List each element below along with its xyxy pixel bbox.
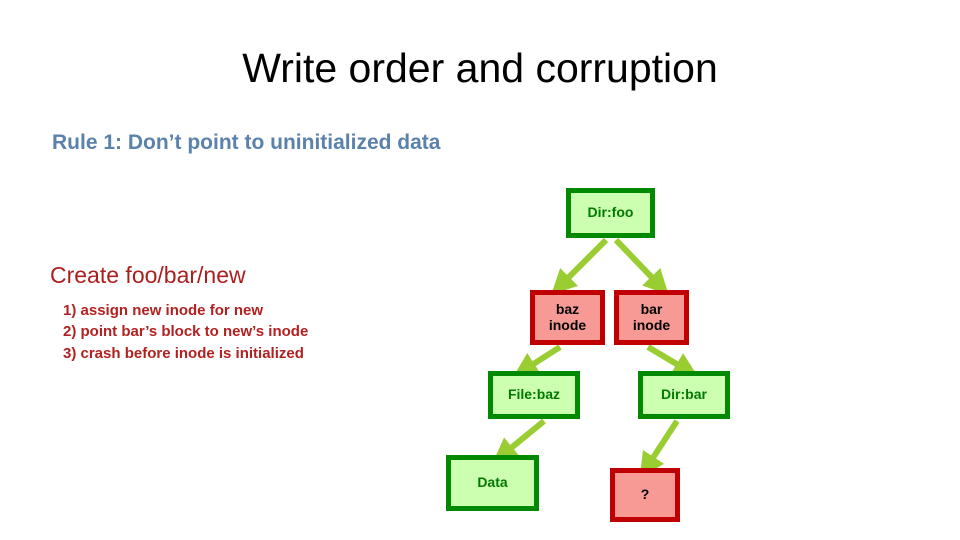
edge-dirbar-unknown (639, 419, 680, 479)
page-title: Write order and corruption (242, 45, 718, 91)
edge-filebaz-data (492, 418, 546, 464)
node-dir-foo[interactable]: Dir:foo (566, 188, 655, 238)
edge-dirfoo-bazinode (551, 237, 609, 295)
node-file-baz[interactable]: File:baz (488, 371, 580, 419)
rule-heading: Rule 1: Don’t point to uninitialized dat… (52, 131, 441, 154)
node-dir-bar[interactable]: Dir:bar (638, 371, 730, 419)
node-label-dir-bar: Dir:bar (661, 386, 707, 403)
node-data[interactable]: Data (446, 455, 539, 511)
create-heading: Create foo/bar/new (50, 262, 246, 288)
edge-dirfoo-barinode (613, 237, 669, 295)
list-item: 1) assign new inode for new (63, 302, 264, 319)
node-label-data: Data (477, 474, 508, 491)
list-item: 2) point bar’s block to new’s inode (63, 323, 309, 341)
node-label-file-baz: File:baz (507, 386, 561, 403)
node-label-dir-foo: Dir:foo (587, 204, 634, 221)
steps-list: 1) assign new inode for new 2) point bar… (63, 300, 308, 364)
node-unknown[interactable]: ? (610, 468, 680, 522)
edge-barinode-dirbar (646, 344, 699, 377)
list-item: 3) crash before inode is initialized (63, 344, 304, 362)
edge-bazinode-filebaz (512, 344, 562, 378)
node-label-unknown: ? (640, 486, 650, 503)
